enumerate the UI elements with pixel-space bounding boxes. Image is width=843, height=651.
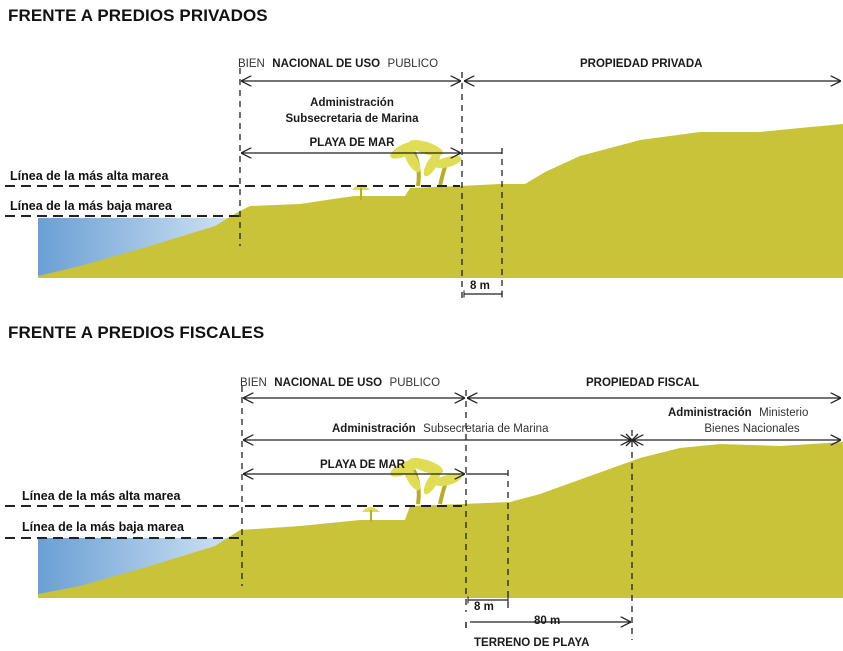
terreno-label: TERRENO DE PLAYA bbox=[474, 637, 589, 649]
playa-label: PLAYA DE MAR bbox=[320, 459, 406, 471]
palm-tree-icon bbox=[390, 140, 462, 187]
distance-8m-label: 8 m bbox=[470, 280, 490, 292]
distance-8m-label: 8 m bbox=[474, 601, 494, 613]
admin-ministerio-label: Administración Ministerio bbox=[668, 403, 808, 420]
bien-label: BIEN NACIONAL DE USO PUBLICO bbox=[238, 54, 438, 71]
propiedad-label: PROPIEDAD PRIVADA bbox=[580, 58, 702, 70]
high-tide-label: Línea de la más alta marea bbox=[22, 489, 181, 503]
land-terrain bbox=[38, 124, 843, 278]
propiedad-label: PROPIEDAD FISCAL bbox=[586, 377, 699, 389]
sea-water bbox=[38, 218, 232, 276]
admin-label-line1: Administración bbox=[310, 97, 394, 109]
umbrella-icon bbox=[352, 185, 370, 200]
admin-label-line2: Subsecretaria de Marina bbox=[286, 113, 420, 125]
bien-label: BIEN NACIONAL DE USO PUBLICO bbox=[240, 373, 440, 390]
land-terrain bbox=[38, 442, 843, 598]
diagram-fiscal: Línea de la más alta marea Línea de la m… bbox=[5, 373, 843, 649]
high-tide-label: Línea de la más alta marea bbox=[10, 169, 169, 183]
admin-marina-label: Administración Subsecretaria de Marina bbox=[332, 419, 549, 436]
distance-80m-label: 80 m bbox=[534, 615, 560, 627]
playa-label: PLAYA DE MAR bbox=[310, 137, 396, 149]
diagram-private: Línea de la más alta marea Línea de la m… bbox=[5, 54, 843, 300]
sea-water bbox=[38, 538, 232, 594]
umbrella-icon bbox=[362, 507, 380, 522]
cross-marker-icon bbox=[625, 433, 639, 447]
low-tide-label: Línea de la más baja marea bbox=[22, 520, 185, 534]
low-tide-label: Línea de la más baja marea bbox=[10, 199, 173, 213]
bienes-nacionales-label: Bienes Nacionales bbox=[704, 423, 800, 435]
section-title-fiscal: FRENTE A PREDIOS FISCALES bbox=[8, 323, 265, 342]
section-title-private: FRENTE A PREDIOS PRIVADOS bbox=[8, 6, 268, 25]
